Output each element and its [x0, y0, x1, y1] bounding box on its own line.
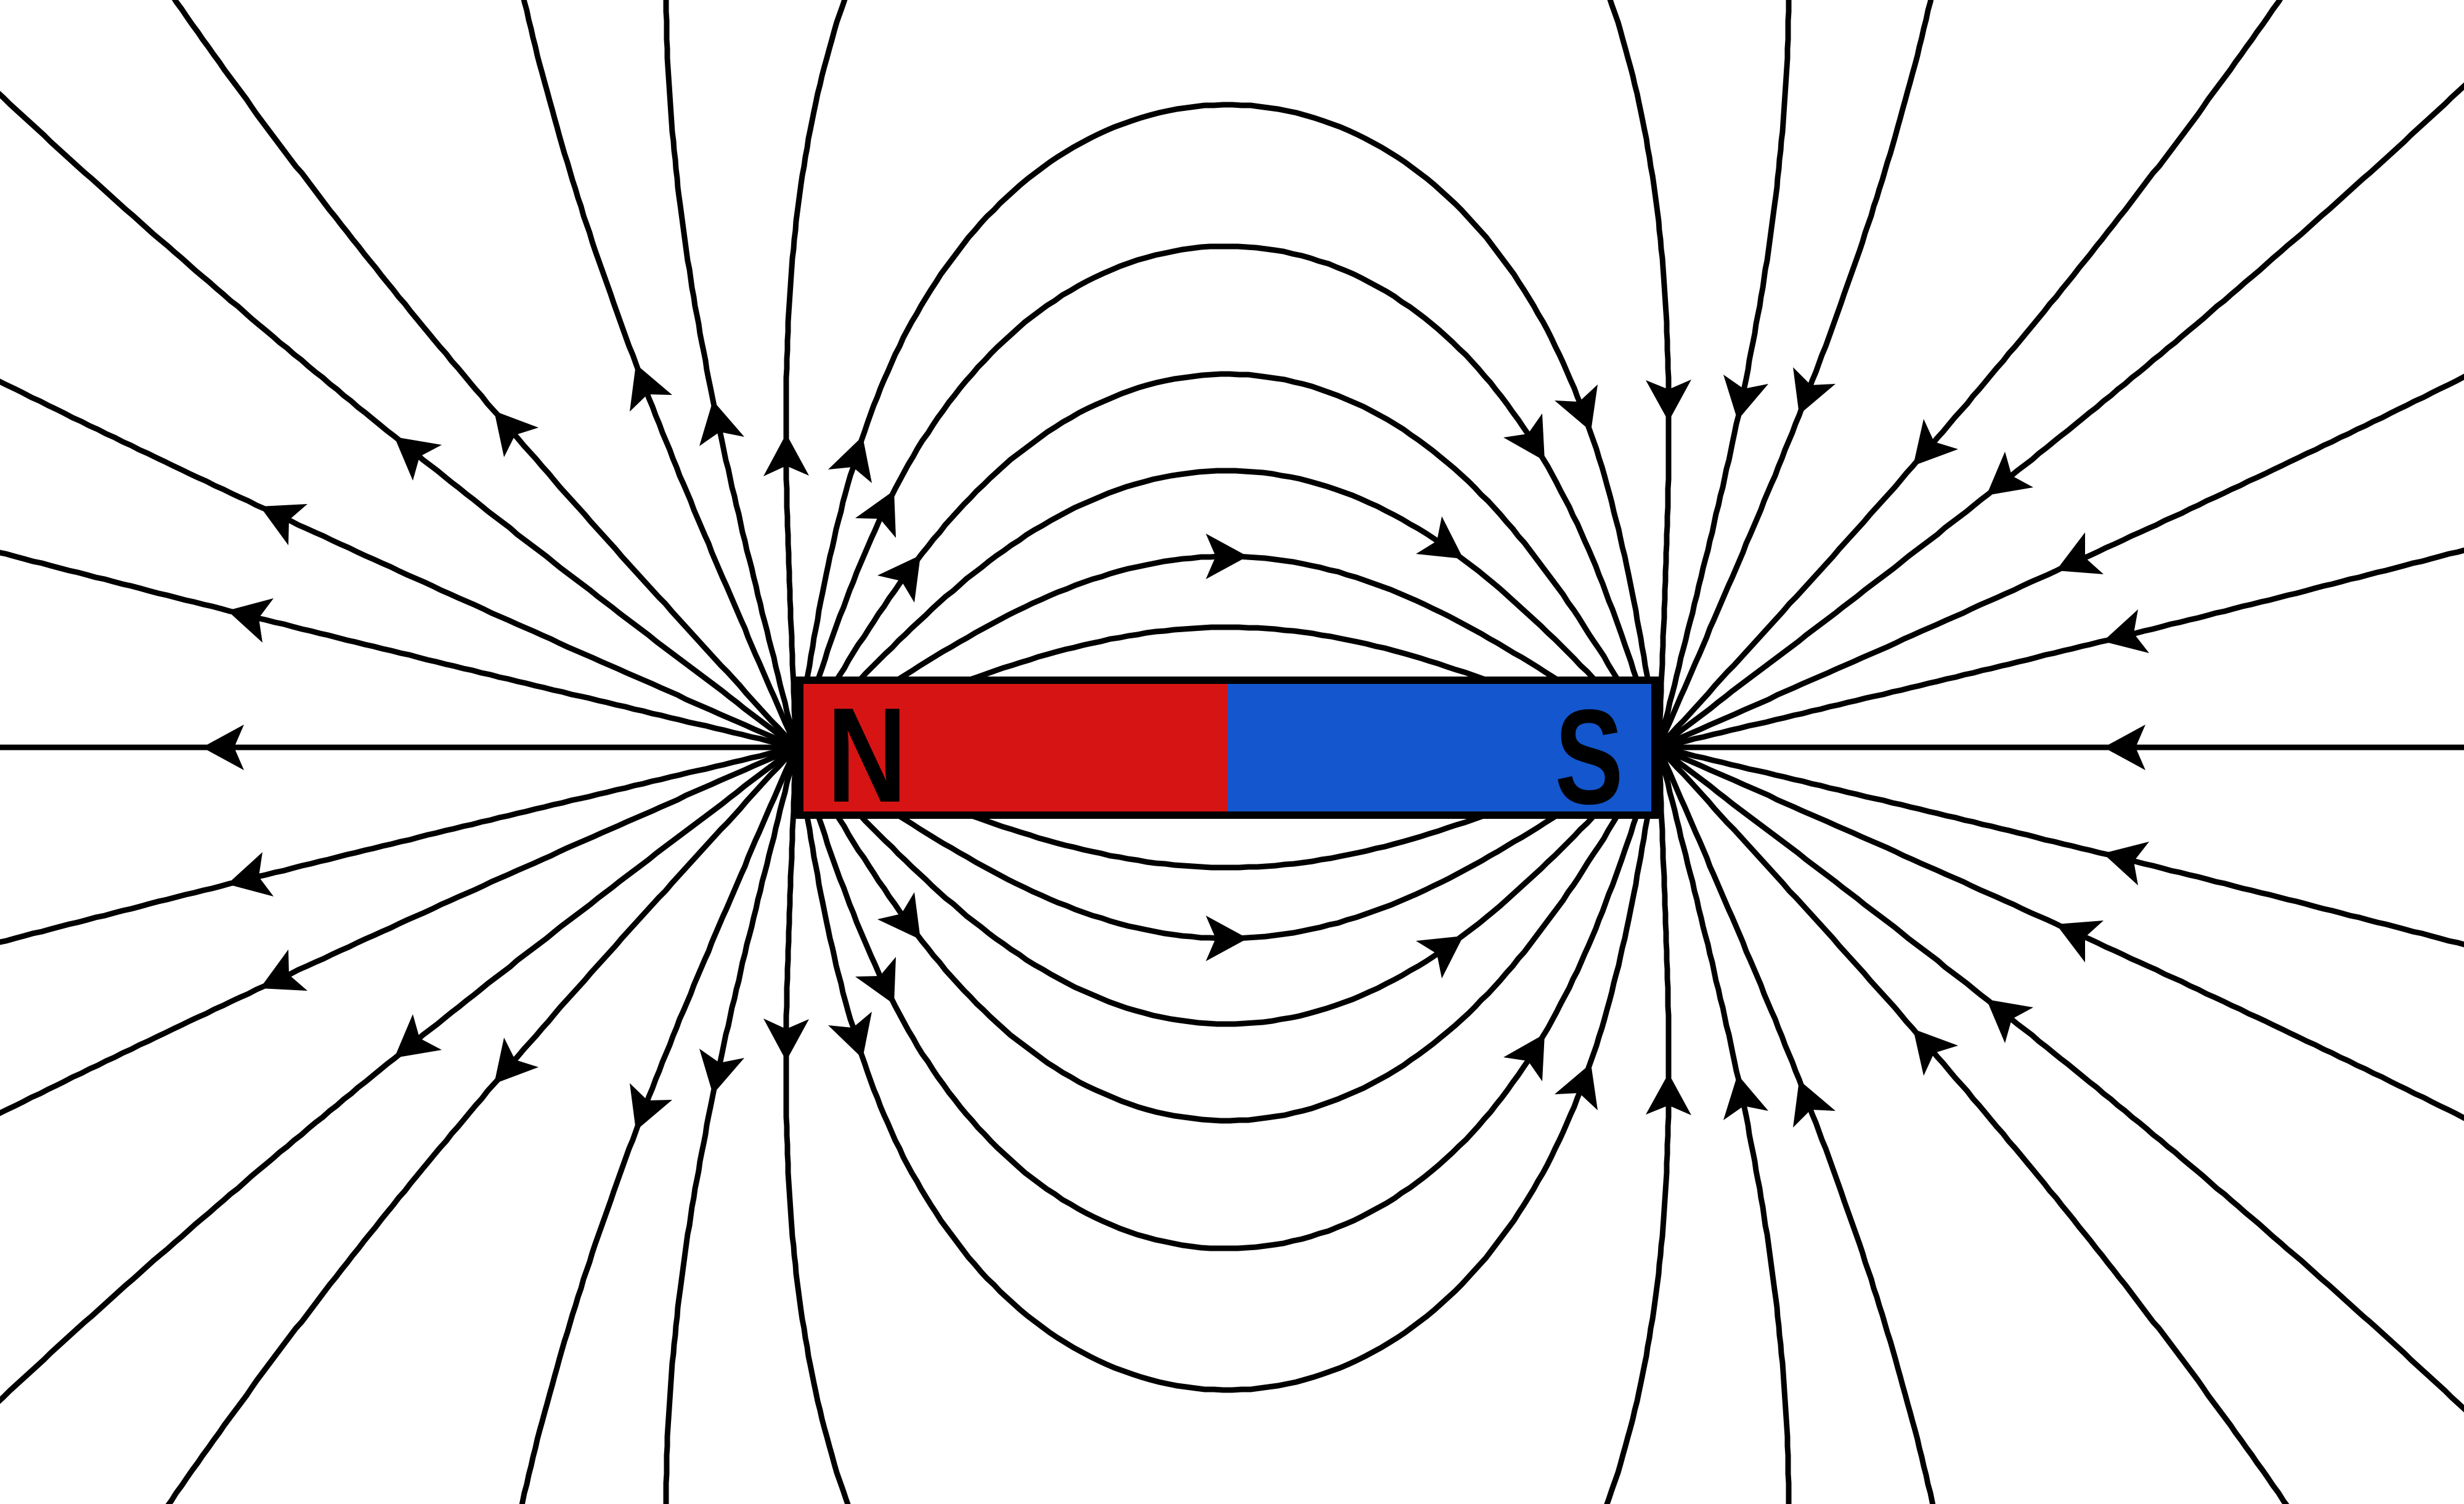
svg-text:S: S	[1555, 682, 1623, 832]
svg-text:N: N	[827, 680, 907, 831]
